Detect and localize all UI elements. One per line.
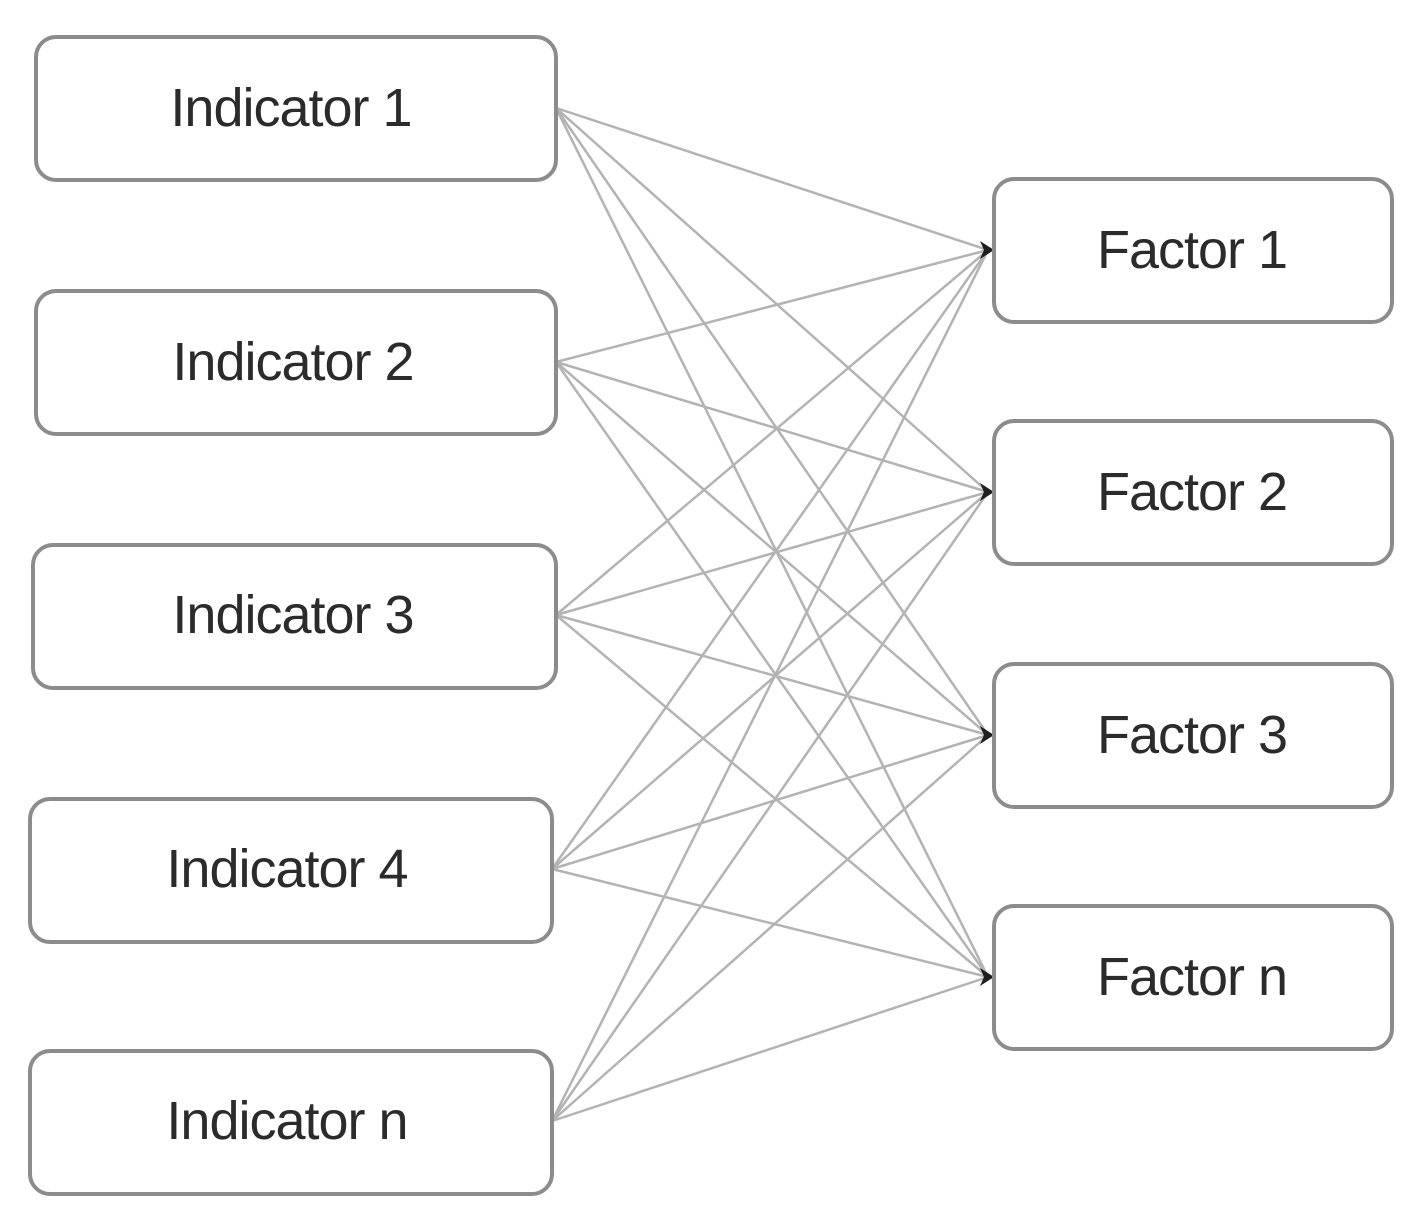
connection-line (555, 360, 989, 494)
connection-line (555, 249, 989, 616)
connection-line (554, 107, 990, 978)
indicator-node-1: Indicator 1 (34, 35, 558, 182)
indicator-node-n: Indicator n (28, 1049, 554, 1196)
indicator-node-4: Indicator 4 (28, 797, 554, 944)
factor-node-1: Factor 1 (992, 177, 1394, 324)
connection-line (555, 248, 989, 364)
connection-line (554, 361, 990, 978)
factor-label: Factor 3 (1097, 705, 1287, 765)
factor-node-2: Factor 2 (992, 419, 1394, 566)
connection-line (555, 106, 989, 252)
connection-line (550, 249, 990, 1122)
connection-line (551, 975, 989, 1123)
connection-line (550, 249, 990, 870)
indicator-label: Indicator 4 (166, 839, 407, 899)
indicator-label: Indicator n (166, 1091, 407, 1151)
arrowhead-icon (980, 968, 994, 986)
arrowhead-icon (980, 483, 994, 501)
factor-label: Factor 2 (1097, 462, 1287, 522)
factor-node-n: Factor n (992, 904, 1394, 1051)
arrowheads (980, 241, 994, 986)
connection-lines (550, 106, 990, 1123)
factor-label: Factor 1 (1097, 220, 1287, 280)
connection-line (555, 107, 989, 493)
arrowhead-icon (980, 726, 994, 744)
factor-node-3: Factor 3 (992, 662, 1394, 809)
factor-label: Factor n (1097, 947, 1287, 1007)
connection-line (551, 491, 989, 870)
connection-line (551, 733, 989, 871)
connection-line (555, 614, 989, 978)
connection-line (555, 490, 989, 617)
connection-line (555, 361, 989, 736)
indicator-label: Indicator 2 (172, 332, 413, 392)
connection-line (551, 867, 989, 979)
indicator-node-3: Indicator 3 (31, 543, 558, 690)
indicator-label: Indicator 3 (172, 585, 413, 645)
connection-line (551, 734, 989, 1122)
connection-line (555, 613, 989, 737)
connection-line (550, 491, 990, 1122)
connection-line (554, 107, 990, 736)
indicator-label: Indicator 1 (170, 78, 411, 138)
indicator-node-2: Indicator 2 (34, 289, 558, 436)
arrowhead-icon (980, 241, 994, 259)
